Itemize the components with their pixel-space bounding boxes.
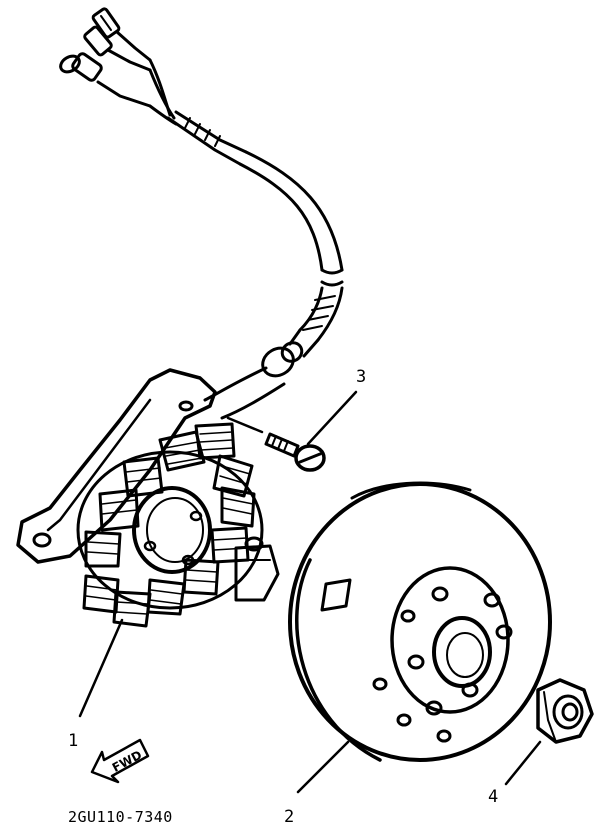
callout-3: 3 [356,367,366,387]
callout-2: 2 [284,807,294,827]
leader-lines [78,390,542,794]
pickup-coil [234,536,280,602]
wire-harness [59,7,344,420]
drawing-code: 2GU110-7340 [68,808,173,826]
callout-4: 4 [488,787,498,807]
callout-1: 1 [68,731,78,751]
flywheel-nut [536,678,594,744]
screw [226,416,326,472]
wire-connector-top [91,7,152,62]
timing-mark [320,578,352,612]
forward-direction-arrow: FWD [90,738,150,784]
fwd-label: FWD [110,748,144,775]
wire-connector-middle [83,25,152,72]
wire-connector-round [59,52,152,108]
flywheel-rotor [288,481,552,762]
stator-assembly [16,368,280,628]
wire-grommet [261,341,304,378]
stator-coils [82,422,256,628]
